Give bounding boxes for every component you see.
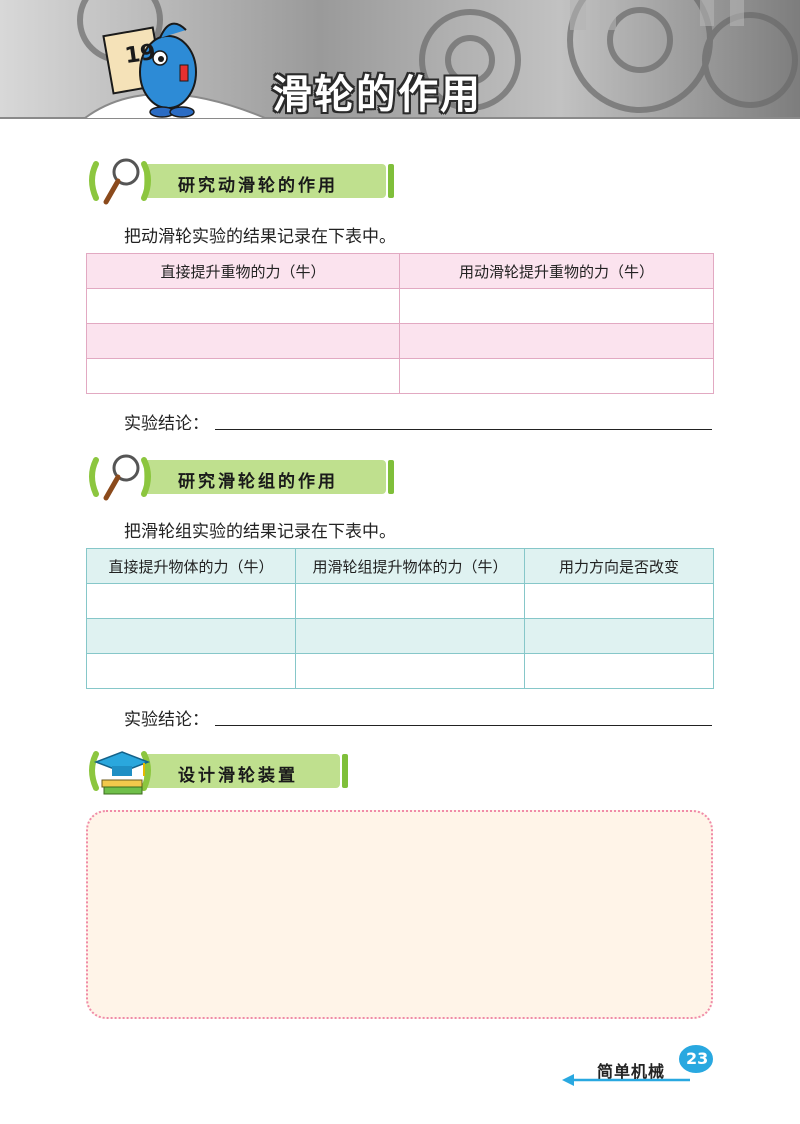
column-header: 用动滑轮提升重物的力（牛）: [399, 253, 714, 289]
table-cell[interactable]: [295, 618, 525, 654]
table-header-row: 直接提升物体的力（牛） 用滑轮组提升物体的力（牛） 用力方向是否改变: [86, 548, 714, 584]
conclusion-answer-line[interactable]: [215, 725, 712, 726]
column-header: 用力方向是否改变: [524, 548, 714, 584]
page-number-badge: [677, 1043, 715, 1075]
table-row: [86, 288, 714, 324]
instruction-text: 把动滑轮实验的结果记录在下表中。: [124, 227, 396, 247]
conclusion-label: 实验结论：: [124, 710, 209, 730]
section-header-pulley-block: 研究滑轮组的作用: [86, 454, 396, 501]
instruction-text: 把滑轮组实验的结果记录在下表中。: [124, 522, 396, 542]
pulley-block-table: 直接提升物体的力（牛） 用滑轮组提升物体的力（牛） 用力方向是否改变: [86, 548, 714, 689]
conclusion-label: 实验结论：: [124, 414, 209, 434]
column-header: 用滑轮组提升物体的力（牛）: [295, 548, 525, 584]
magnifier-icon: [89, 158, 151, 205]
lesson-number: 19: [123, 39, 158, 70]
table-cell[interactable]: [86, 288, 400, 324]
column-header: 直接提升物体的力（牛）: [86, 548, 296, 584]
table-cell[interactable]: [295, 583, 525, 619]
section-title: 研究动滑轮的作用: [178, 176, 338, 196]
magnifier-icon: [89, 454, 151, 501]
table-cell[interactable]: [399, 358, 714, 394]
movable-pulley-table: 直接提升重物的力（牛） 用动滑轮提升重物的力（牛）: [86, 253, 714, 394]
mascot-with-book: [102, 22, 197, 118]
unit-name: 简单机械: [597, 1062, 666, 1081]
table-row: [86, 618, 714, 654]
arrow-left-icon: [562, 1074, 690, 1086]
section-bar: [144, 164, 394, 198]
section-bar: [144, 460, 394, 494]
section-title: 研究滑轮组的作用: [178, 472, 338, 492]
conclusion-answer-line[interactable]: [215, 429, 712, 430]
table-cell[interactable]: [399, 288, 714, 324]
table-cell[interactable]: [295, 653, 525, 689]
section-title: 设计滑轮装置: [178, 766, 298, 786]
table-cell[interactable]: [86, 583, 296, 619]
section-header-design-pulley: 设计滑轮装置: [86, 751, 356, 795]
graduation-cap-books-icon: [89, 751, 151, 795]
table-cell[interactable]: [524, 618, 714, 654]
table-row: [86, 358, 714, 394]
design-drawing-area[interactable]: [86, 810, 713, 1019]
table-cell[interactable]: [86, 323, 400, 359]
table-header-row: 直接提升重物的力（牛） 用动滑轮提升重物的力（牛）: [86, 253, 714, 289]
table-cell[interactable]: [524, 653, 714, 689]
table-row: [86, 583, 714, 619]
table-row: [86, 653, 714, 689]
table-cell[interactable]: [399, 323, 714, 359]
page-header: 19 滑轮的作用: [0, 0, 800, 125]
section-header-movable-pulley: 研究动滑轮的作用: [86, 158, 396, 205]
table-cell[interactable]: [86, 618, 296, 654]
lesson-title: 滑轮的作用: [272, 72, 482, 118]
column-header: 直接提升重物的力（牛）: [86, 253, 400, 289]
table-cell[interactable]: [86, 653, 296, 689]
page-number: 23: [686, 1049, 709, 1068]
table-cell[interactable]: [86, 358, 400, 394]
table-row: [86, 323, 714, 359]
section-bar: [144, 754, 348, 788]
table-cell[interactable]: [524, 583, 714, 619]
